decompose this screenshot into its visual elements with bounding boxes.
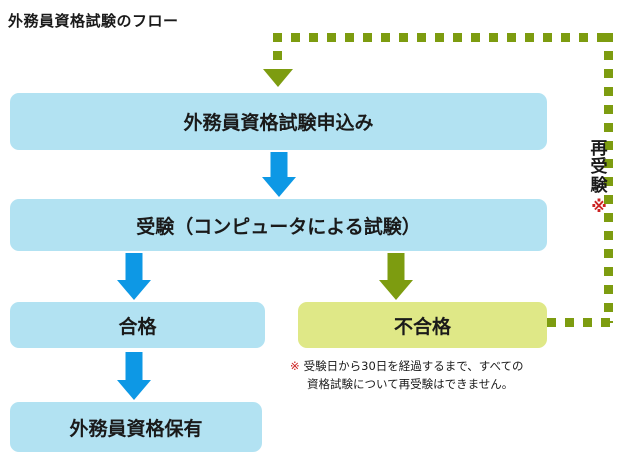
arrow-head	[378, 280, 413, 300]
node-pass: 合格	[10, 302, 265, 348]
arrow-head	[116, 280, 151, 300]
retake-label-char-1: 再	[590, 139, 608, 159]
retake-path-right-segment	[604, 33, 613, 323]
retake-path-left-segment	[273, 33, 282, 71]
arrow-head	[116, 380, 151, 400]
retake-label-char-3: 験	[590, 175, 608, 196]
node-exam: 受験（コンピュータによる試験）	[10, 199, 547, 251]
node-hold: 外務員資格保有	[10, 402, 262, 452]
retake-label: 再 受 験 ※	[588, 139, 610, 217]
retake-path-bottom-segment	[547, 318, 613, 327]
retake-label-char-2: 受	[590, 157, 608, 178]
page-title: 外務員資格試験のフロー	[8, 12, 179, 30]
arrow-shaft	[387, 253, 404, 283]
retake-path-arrowhead-icon	[263, 69, 293, 87]
retake-path-top-segment	[273, 33, 613, 42]
arrow-shaft	[270, 152, 287, 180]
retake-label-asterisk-icon: ※	[591, 197, 607, 217]
footnote: ※受験日から30日を経過するまで、すべての 資格試験について再受験はできません。	[290, 358, 620, 394]
node-apply: 外務員資格試験申込み	[10, 93, 547, 150]
arrow-exam-to-pass-icon	[116, 253, 151, 300]
arrow-head	[261, 177, 296, 197]
arrow-shaft	[125, 352, 142, 383]
node-fail: 不合格	[298, 302, 547, 348]
arrow-apply-to-exam-icon	[261, 152, 296, 197]
footnote-line-2: 資格試験について再受験はできません。	[307, 376, 514, 391]
footnote-asterisk-icon: ※	[290, 359, 300, 373]
arrow-pass-to-hold-icon	[116, 352, 151, 400]
footnote-line-1: 受験日から30日を経過するまで、すべての	[303, 359, 524, 373]
arrow-exam-to-fail-icon	[378, 253, 413, 300]
arrow-shaft	[125, 253, 142, 283]
